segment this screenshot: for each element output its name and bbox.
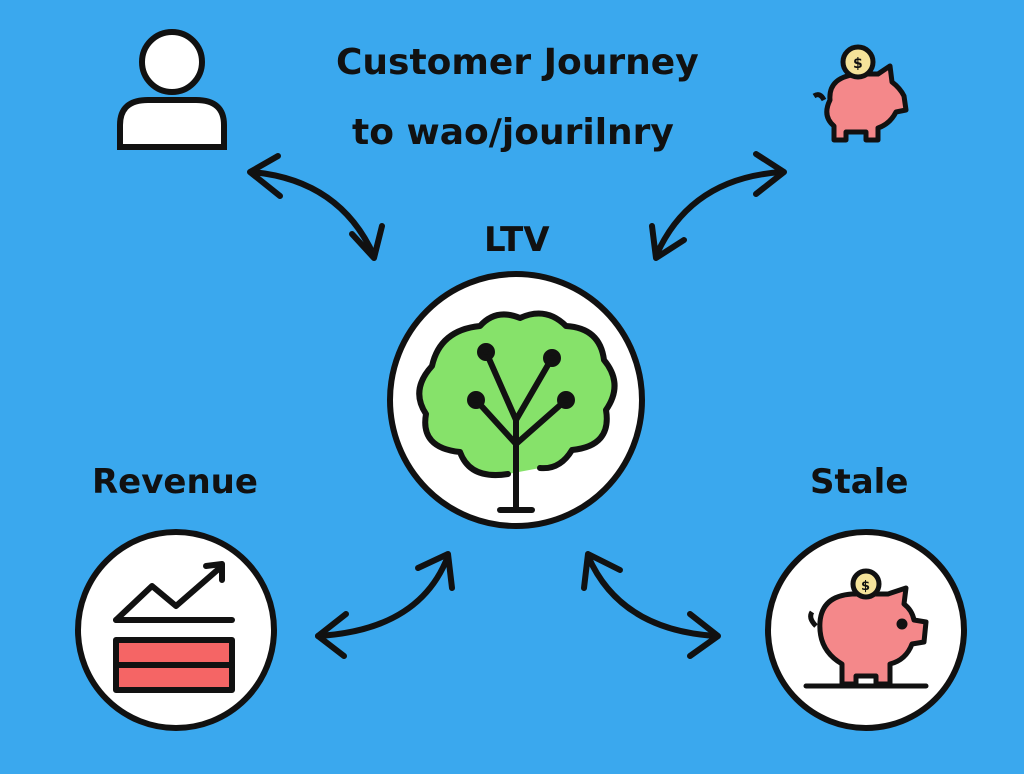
ltv-node[interactable] bbox=[387, 271, 645, 529]
title-line-2: to wao/jourilnry bbox=[352, 112, 674, 153]
revenue-node[interactable] bbox=[75, 529, 277, 731]
title-line-1: Customer Journey bbox=[336, 42, 699, 83]
svg-text:$: $ bbox=[853, 56, 863, 72]
arrow-ltv-revenue bbox=[315, 551, 455, 659]
tree-icon bbox=[416, 310, 618, 513]
ltv-label: LTV bbox=[484, 220, 550, 260]
arrow-user-ltv bbox=[247, 153, 385, 261]
user-icon bbox=[117, 29, 227, 150]
stale-node[interactable]: $ bbox=[765, 529, 967, 731]
piggy-bank-coin-icon: $ bbox=[812, 44, 909, 143]
arrow-piggy-ltv bbox=[649, 151, 787, 261]
stale-label: Stale bbox=[810, 462, 909, 502]
svg-text:$: $ bbox=[861, 579, 870, 594]
revenue-label: Revenue bbox=[92, 462, 258, 502]
piggy-bank-icon: $ bbox=[803, 568, 929, 689]
arrow-ltv-stale bbox=[581, 551, 721, 659]
revenue-chart-icon bbox=[113, 561, 235, 693]
